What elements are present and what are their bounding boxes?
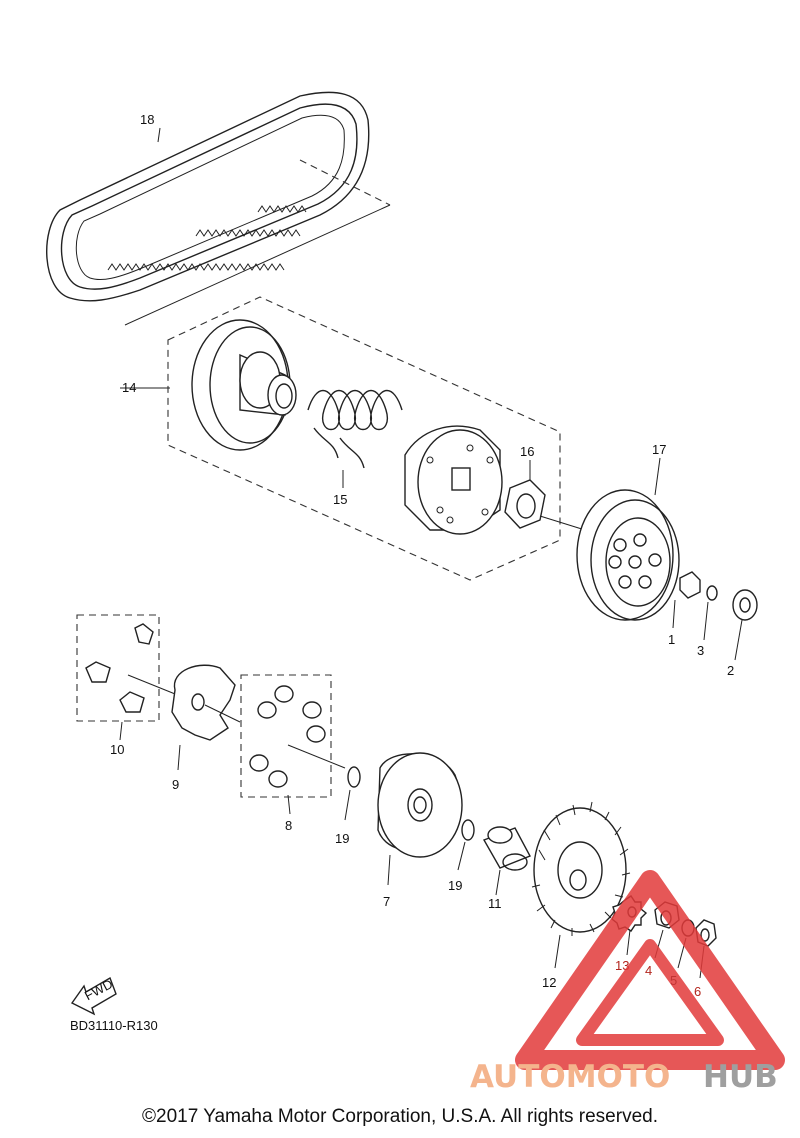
part-number-9[interactable]: 9	[172, 777, 179, 792]
part-number-6[interactable]: 6	[694, 984, 701, 999]
o-ring-part-upper[interactable]: 19	[335, 766, 361, 846]
part-number-15[interactable]: 15	[333, 492, 347, 507]
clutch-housing-part[interactable]: 17	[576, 442, 680, 621]
primary-fixed-sheave-part[interactable]: 12	[531, 801, 631, 990]
automotohub-logo: AUTOMOTO HUB	[470, 870, 785, 1095]
part-number-2[interactable]: 2	[727, 663, 734, 678]
part-number-18[interactable]: 18	[140, 112, 154, 127]
part-number-16[interactable]: 16	[520, 444, 534, 459]
clutch-carrier-part[interactable]	[404, 425, 503, 535]
diagram-code: BD31110-R130	[70, 1018, 158, 1033]
bearing-part[interactable]: 2	[727, 589, 758, 678]
v-belt-part[interactable]: 18	[46, 91, 370, 302]
secondary-sheave-part[interactable]: 14	[120, 319, 297, 451]
cam-plate-part[interactable]: 9	[171, 664, 236, 792]
part-number-17[interactable]: 17	[652, 442, 666, 457]
weight-roller-set-part[interactable]: 8	[240, 674, 332, 833]
watermark-part2: HUB	[703, 1059, 778, 1095]
part-number-4[interactable]: 4	[645, 963, 652, 978]
part-number-8[interactable]: 8	[285, 818, 292, 833]
part-number-12[interactable]: 12	[542, 975, 556, 990]
clutch-nut-part[interactable]: 16	[504, 444, 546, 529]
part-number-11[interactable]: 11	[488, 896, 502, 911]
part-number-7[interactable]: 7	[383, 894, 390, 909]
collar-sleeve-part[interactable]: 11	[482, 826, 531, 911]
part-number-1[interactable]: 1	[668, 632, 675, 647]
part-number-10[interactable]: 10	[110, 742, 124, 757]
o-ring-part-lower[interactable]: 19	[448, 819, 475, 893]
part-number-19a[interactable]: 19	[335, 831, 349, 846]
washer-part[interactable]: 3	[697, 585, 718, 658]
slider-set-part[interactable]: 10	[76, 614, 160, 757]
collar-part[interactable]: 1	[668, 571, 701, 647]
primary-sheave-part[interactable]: 7	[377, 752, 463, 909]
part-number-14[interactable]: 14	[122, 380, 136, 395]
compression-spring-part[interactable]: 15	[307, 390, 403, 508]
part-number-3[interactable]: 3	[697, 643, 704, 658]
forward-arrow-icon: FWD	[70, 976, 117, 1016]
copyright-notice: ©2017 Yamaha Motor Corporation, U.S.A. A…	[142, 1106, 658, 1127]
watermark-part1: AUTOMOTO	[470, 1059, 670, 1095]
part-number-19b[interactable]: 19	[448, 878, 462, 893]
